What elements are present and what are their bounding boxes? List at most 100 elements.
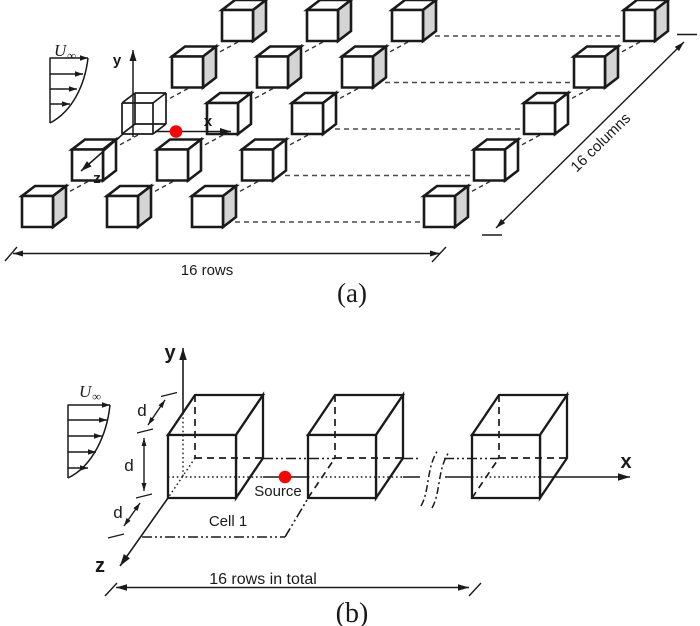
depth-dashed-connector xyxy=(250,87,274,102)
depth-dashed-connector xyxy=(617,41,641,55)
cube-front-face xyxy=(205,101,240,136)
a-axis-label-y: y xyxy=(113,52,122,69)
panel-b-velocity-profile xyxy=(67,402,111,479)
panel-a-velocity-profile xyxy=(49,55,89,124)
cube-front-face xyxy=(155,148,190,182)
axis-break-curve xyxy=(420,449,439,507)
d-dim-arrow-head xyxy=(141,483,147,491)
depth-dashed-connector xyxy=(385,41,409,55)
panel-a-cube-array xyxy=(18,0,671,230)
z-axis-hidden xyxy=(167,457,196,499)
freestream-symbol: U xyxy=(79,382,93,401)
freestream-label-a: U∞ xyxy=(54,41,76,63)
depth-dashed-connector xyxy=(65,180,89,195)
velocity-arrow-head xyxy=(94,433,102,439)
cube-front-face xyxy=(622,8,657,43)
z-axis xyxy=(119,497,169,567)
d-dim-arrow-head xyxy=(133,503,140,511)
cell-label: Cell 1 xyxy=(209,513,247,530)
x-axis-head xyxy=(618,473,630,481)
infinity-subscript: ∞ xyxy=(92,390,101,404)
cube-front-face xyxy=(522,101,557,136)
panel-a-caption: (a) xyxy=(337,278,367,308)
depth-dashed-connector xyxy=(115,134,139,148)
cube-front-face xyxy=(170,55,205,89)
rows-dim-arrow-head xyxy=(13,250,23,257)
wireframe-cube-edge xyxy=(152,123,167,135)
spacing-d-label-3: d xyxy=(113,503,122,522)
total-dim-arrow-head xyxy=(116,584,127,591)
dim-tick xyxy=(135,493,153,499)
velocity-arrow-head xyxy=(80,55,88,61)
axis-break-curve xyxy=(431,451,450,509)
panel-b-cubes xyxy=(165,391,570,502)
y-axis-head xyxy=(179,348,187,360)
source-dot xyxy=(169,125,183,138)
d-dim-arrow-head xyxy=(148,416,155,425)
cube-front-face xyxy=(255,55,290,89)
b-axis-label-z: z xyxy=(95,555,105,577)
z-axis-head xyxy=(81,161,92,171)
depth-dashed-connector xyxy=(300,41,324,55)
b-axis-label-y: y xyxy=(164,342,176,364)
velocity-arrow-head xyxy=(80,465,88,471)
dim-tick xyxy=(160,391,178,398)
cube-front-face xyxy=(390,8,425,43)
depth-dashed-connector xyxy=(215,41,239,55)
depth-dashed-connector xyxy=(467,180,491,195)
cube-front-face xyxy=(240,148,275,182)
d-dim-arrow-head xyxy=(124,518,131,526)
infinity-subscript: ∞ xyxy=(67,49,76,63)
cube-front-face xyxy=(470,433,542,500)
cube-front-face xyxy=(166,433,238,500)
depth-dashed-connector xyxy=(335,87,359,102)
total-dim-arrow-head xyxy=(458,584,469,591)
source-label: Source xyxy=(254,483,302,500)
velocity-arrow-head xyxy=(99,417,107,423)
break-slash xyxy=(104,582,118,597)
a-axis-label-x: x xyxy=(204,113,213,130)
panel-b-labels: U∞ y x z d d d Source Cell 1 16 rows in … xyxy=(79,342,632,626)
panel-b-caption: (b) xyxy=(336,598,369,626)
cube-front-face xyxy=(340,55,375,89)
cube-front-face xyxy=(290,101,325,136)
break-slash xyxy=(4,246,18,262)
d-dim-arrow-head xyxy=(141,438,147,446)
hidden-edge xyxy=(471,457,500,499)
cube-front-face xyxy=(305,8,340,43)
columns-dim-arrow-head xyxy=(674,42,684,52)
x-axis-head xyxy=(220,128,231,135)
depth-dashed-connector xyxy=(150,180,174,195)
hidden-edge xyxy=(307,457,336,499)
a-columns-dim-label: 16 columns xyxy=(568,110,635,176)
cube-front-face xyxy=(422,194,457,229)
cube-front-face xyxy=(20,194,55,229)
y-axis-head xyxy=(129,50,137,61)
wireframe-cube-edge xyxy=(152,92,167,104)
velocity-arrow-head xyxy=(62,101,70,107)
depth-dashed-connector xyxy=(285,134,309,148)
depth-dashed-connector xyxy=(517,134,541,148)
panel-a-axes xyxy=(80,50,231,172)
velocity-arrow-head xyxy=(88,449,96,455)
depth-dashed-connector xyxy=(200,134,224,148)
a-axis-label-z: z xyxy=(93,170,101,187)
cube-front-face xyxy=(306,433,378,500)
freestream-label-b: U∞ xyxy=(79,382,101,404)
depth-dashed-connector xyxy=(165,87,189,102)
depth-dashed-connector xyxy=(235,180,259,195)
panel-b-dimensions xyxy=(104,391,482,597)
cube-front-face xyxy=(190,194,225,229)
cell-boundary xyxy=(284,499,308,538)
spacing-d-label-1: d xyxy=(137,401,146,420)
b-axis-label-x: x xyxy=(620,451,631,473)
break-slash xyxy=(468,582,482,597)
panel-a-dashed-lines xyxy=(65,35,641,223)
rows-dim-arrow-head xyxy=(430,250,440,257)
columns-dim-arrow xyxy=(495,41,685,229)
velocity-arrow-head xyxy=(102,402,110,408)
cube-front-face xyxy=(472,148,507,182)
freestream-symbol: U xyxy=(54,41,68,60)
panel-b-axes xyxy=(119,348,630,567)
